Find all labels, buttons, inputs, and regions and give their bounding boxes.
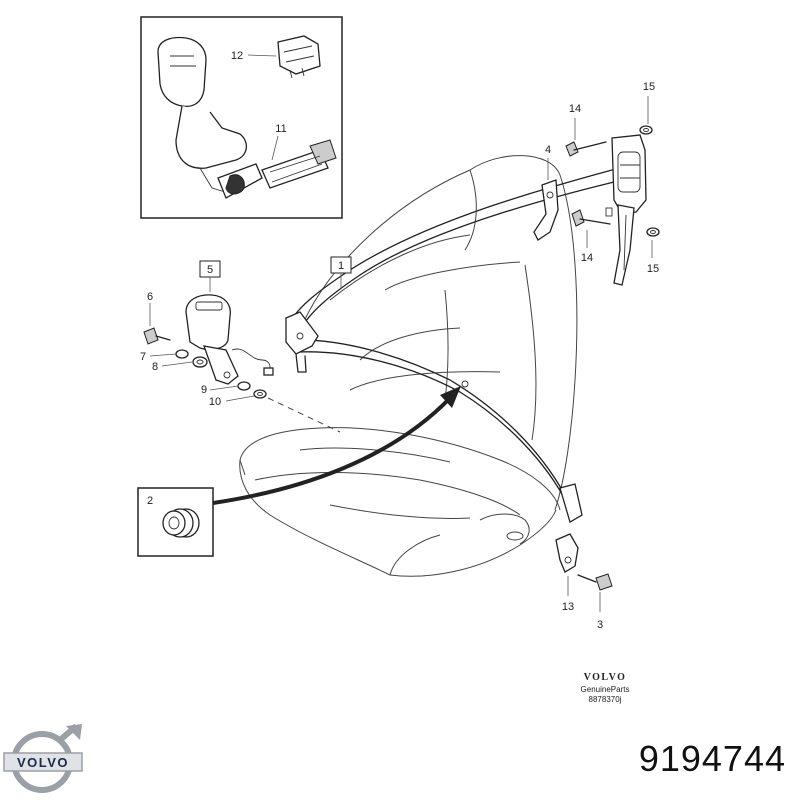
callout-13: 13 [562,601,574,613]
callout-5: 5 [207,264,213,276]
callout-15-top: 15 [643,81,655,93]
callout-2: 2 [147,495,153,507]
diagram-reference: 8878370j [588,695,622,704]
inset-grommet [137,487,214,557]
genuine-parts-block: VOLVO GenuineParts 8878370j [545,672,665,704]
callout-10: 10 [209,396,221,408]
genuine-parts-label: GenuineParts [580,685,630,694]
part-number: 9194744 [638,738,786,779]
brand-wordmark: VOLVO [583,672,627,683]
callout-12: 12 [231,50,243,62]
callout-11: 11 [275,123,286,135]
callout-4: 4 [545,144,551,156]
callout-15-bottom: 15 [647,263,659,275]
callout-6: 6 [147,291,153,303]
volvo-logo: VOLVO [3,724,83,793]
callout-14-top: 14 [569,103,581,115]
callout-labels: 1 5 2 3 4 6 7 8 9 10 11 12 13 14 14 15 1… [140,50,659,631]
callout-1: 1 [338,260,344,272]
seat-outline [239,155,578,577]
floor-anchor [555,533,613,612]
inset-pretensioner [140,16,343,219]
callout-9: 9 [201,384,207,396]
belt-webbing [285,169,615,523]
retractor-assembly [533,96,660,286]
callout-3: 3 [597,619,603,631]
detail-arrow [212,386,461,505]
callout-8: 8 [152,361,158,373]
buckle-assembly [143,294,341,433]
callout-7: 7 [140,351,146,363]
logo-wordmark: VOLVO [17,755,69,770]
callout-14-bottom: 14 [581,252,593,264]
